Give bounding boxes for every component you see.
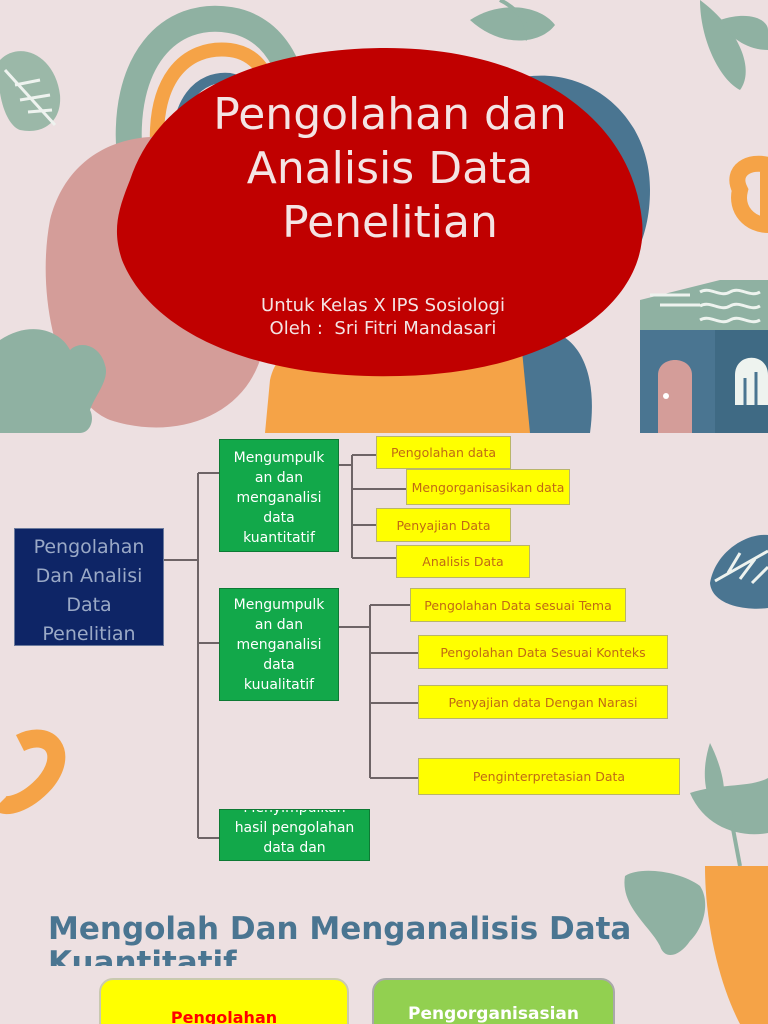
orange-shape <box>705 866 768 1024</box>
title-line-1: Pengolahan dan <box>213 89 567 140</box>
branch-conclusion: Menyimpulkan hasil pengolahan data dan i… <box>219 809 370 861</box>
pengorganisasian-button[interactable]: Pengorganisasian <box>372 978 615 1024</box>
slide-quantitative: Mengolah Dan Menganalisis Data Kuantitat… <box>0 866 768 1024</box>
branch-line: menganalisi <box>236 637 322 653</box>
branch-line: data <box>263 510 295 526</box>
slide2-decoration <box>0 454 768 866</box>
title-line-1: Mengolah Dan Menganalisis Data <box>48 911 632 947</box>
item-penginterpretasian: Penginterpretasian Data <box>418 758 680 795</box>
pengolahan-button[interactable]: Pengolahan <box>99 978 349 1024</box>
item-analisis-data: Analisis Data <box>396 545 530 578</box>
item-penyajian-narasi: Penyajian data Dengan Narasi <box>418 685 668 719</box>
item-mengorganisasikan-data: Mengorganisasikan data <box>406 469 570 505</box>
slide-title-text: Pengolahan dan Analisis Data Penelitian <box>160 88 620 250</box>
branch-line: hasil pengolahan <box>234 820 355 836</box>
branch-line: data dan <box>263 840 326 856</box>
branch-line: an dan <box>254 617 304 633</box>
title-line-2: Analisis Data <box>246 143 534 194</box>
blue-leaf-shape <box>710 534 768 609</box>
branch-line: kuualitatif <box>243 677 315 693</box>
subtitle-class: Untuk Kelas X IPS Sosiologi <box>261 295 505 316</box>
branch-line: Mengumpulk <box>233 597 325 613</box>
branch-line: an dan <box>254 470 304 486</box>
branch-line: kuantitatif <box>243 530 315 546</box>
item-pengolahan-data: Pengolahan data <box>376 436 511 469</box>
subtitle-author: Oleh : Sri Fitri Mandasari <box>269 318 497 339</box>
pengorganisasian-button-label: Pengorganisasian <box>407 1004 579 1024</box>
leaf-green-shape <box>0 329 107 433</box>
slide-mindmap: Pengolahan Dan Analisi Data Penelitian M… <box>0 433 768 866</box>
slide3-title: Mengolah Dan Menganalisis Data Kuantitat… <box>48 912 748 966</box>
branch-line: Menyimpulkan <box>220 810 369 818</box>
title-blob <box>116 47 643 377</box>
branch-line: Mengumpulk <box>233 450 325 466</box>
slide-subtitle: Untuk Kelas X IPS Sosiologi Oleh : Sri F… <box>160 294 606 340</box>
item-penyajian-data: Penyajian Data <box>376 508 511 542</box>
root-line: Dan Analisi <box>35 565 143 587</box>
branch-line: menganalisi <box>236 490 322 506</box>
item-pengolahan-konteks: Pengolahan Data Sesuai Konteks <box>418 635 668 669</box>
slide1-decoration <box>0 0 768 433</box>
branch-line: informasi <box>220 858 369 860</box>
branch-line: data <box>263 657 295 673</box>
title-line-2: Kuantitatif <box>48 946 237 966</box>
branch-qualitative: Mengumpulk an dan menganalisi data kuual… <box>219 588 339 701</box>
title-line-3: Penelitian <box>282 197 498 248</box>
root-line: Pengolahan <box>33 536 145 558</box>
pengolahan-button-label: Pengolahan <box>170 1008 278 1024</box>
root-line: Data <box>66 594 112 616</box>
root-node: Pengolahan Dan Analisi Data Penelitian <box>14 528 164 646</box>
root-line: Penelitian <box>42 623 136 645</box>
item-pengolahan-tema: Pengolahan Data sesuai Tema <box>410 588 626 622</box>
slide3-decoration <box>624 866 768 1024</box>
leaf-green-shape <box>624 870 706 956</box>
slide-title: Pengolahan dan Analisis Data Penelitian … <box>0 0 768 433</box>
branch-quantitative: Mengumpulk an dan menganalisi data kuant… <box>219 439 339 552</box>
